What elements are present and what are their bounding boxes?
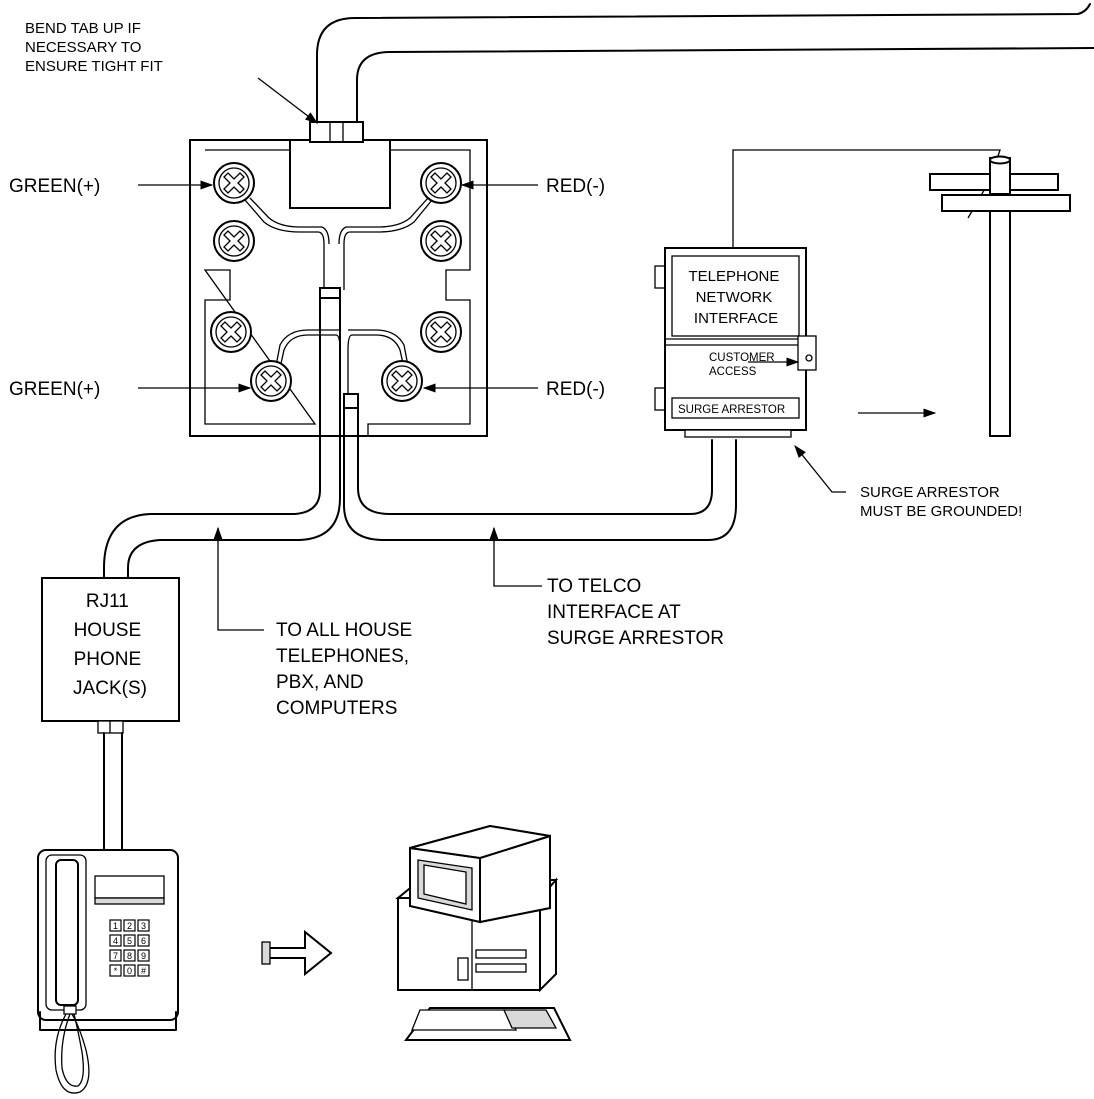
keypad-key	[123, 919, 136, 932]
house-cable	[103, 287, 341, 581]
keypad-key	[109, 934, 122, 947]
keypad-key-label: 1	[113, 921, 118, 931]
computer	[395, 824, 572, 1041]
keypad-key	[123, 934, 136, 947]
surge-grounded-label: SURGE ARRESTOR MUST BE GROUNDED!	[860, 484, 1022, 520]
keypad-key-label: 9	[141, 951, 146, 961]
surge-arrestor-box-label: SURGE ARRESTOR	[678, 404, 785, 416]
keypad-key	[137, 964, 150, 977]
flow-arrow	[261, 929, 333, 977]
customer-access-label: CUSTOMER ACCESS	[709, 352, 778, 378]
overhead-cable	[316, 3, 1094, 126]
keypad-key-label: 8	[127, 951, 132, 961]
keypad-key	[109, 964, 122, 977]
rj11-label: RJ11 HOUSE PHONE JACK(S)	[73, 591, 147, 699]
keypad-key	[137, 919, 150, 932]
bend-tab-label: BEND TAB UP IF NECESSARY TO ENSURE TIGHT…	[25, 20, 163, 75]
keypad-key	[137, 934, 150, 947]
network-interface-label: TELEPHONE NETWORK INTERFACE	[688, 268, 783, 327]
keypad-key-label: 7	[113, 951, 118, 961]
keypad-key-label: 0	[127, 966, 132, 976]
keypad-key	[123, 949, 136, 962]
block-wiring	[244, 197, 433, 395]
rj11-jack	[41, 577, 180, 851]
keypad-key	[137, 949, 150, 962]
network-interface-box	[654, 149, 1001, 438]
red-bottom-label: RED(-)	[546, 379, 605, 400]
keypad-key	[109, 949, 122, 962]
keypad-key-label: #	[141, 966, 146, 976]
green-top-label: GREEN(+)	[9, 176, 100, 197]
keypad-key-label: 6	[141, 936, 146, 946]
leader-arrows	[138, 77, 937, 631]
to-telco-label: TO TELCO INTERFACE AT SURGE ARRESTOR	[547, 576, 724, 649]
telephone	[37, 849, 179, 1094]
keypad-key-label: 5	[127, 936, 132, 946]
green-bottom-label: GREEN(+)	[9, 379, 100, 400]
keypad-key-label: 4	[113, 936, 118, 946]
telco-cable	[343, 393, 737, 541]
to-house-label: TO ALL HOUSE TELEPHONES, PBX, AND COMPUT…	[276, 620, 418, 719]
keypad-key-label: *	[114, 966, 118, 976]
keypad-key	[109, 919, 122, 932]
keypad-key	[123, 964, 136, 977]
utility-pole	[929, 155, 1071, 437]
keypad-key-label: 3	[141, 921, 146, 931]
keypad-key-label: 2	[127, 921, 132, 931]
red-top-label: RED(-)	[546, 176, 605, 197]
